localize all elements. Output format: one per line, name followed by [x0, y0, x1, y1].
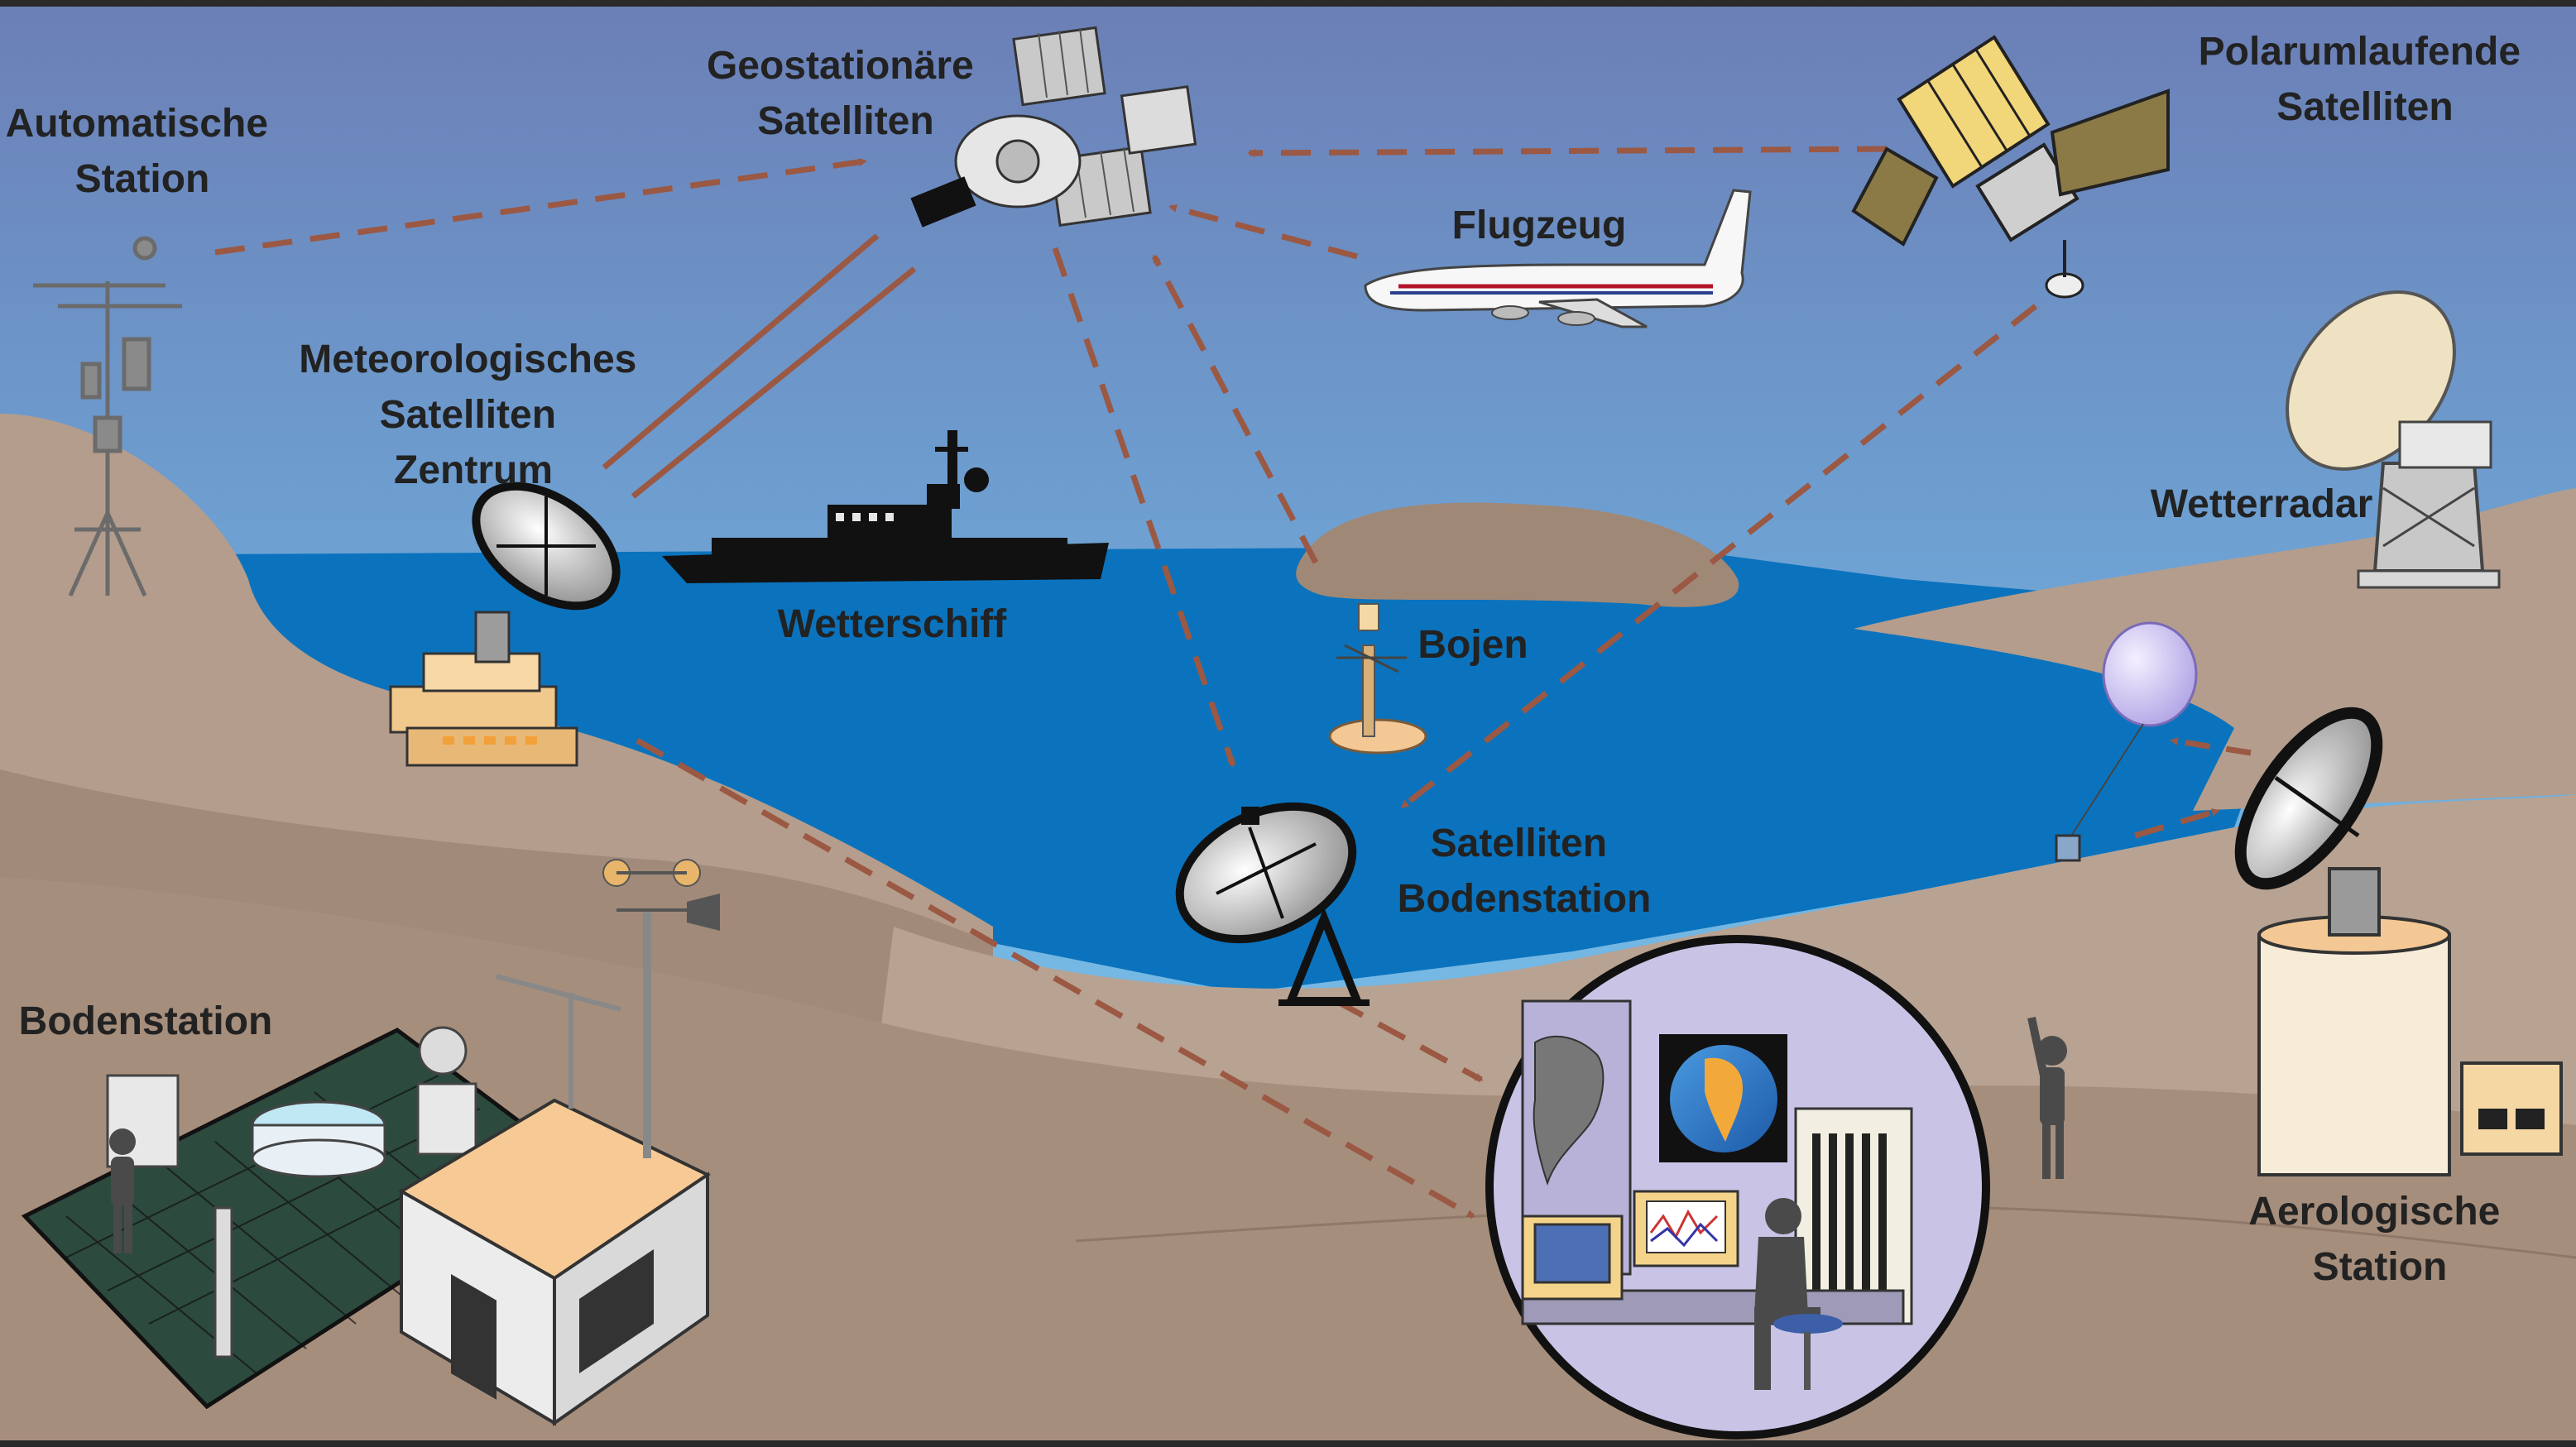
airplane: [1364, 189, 1752, 328]
buoy: [1328, 603, 1427, 755]
arrow-radar-to-balloon: [2170, 737, 2252, 756]
aerological-station: [2234, 707, 2563, 1176]
label-weather-radar: Wetterradar: [2151, 482, 2373, 526]
label-buoys: Bojen: [1418, 623, 1528, 667]
weather-ship: [662, 430, 1109, 583]
arrow-polar-to-geo: [1247, 146, 1888, 157]
meteorological-satellite-center: [389, 482, 621, 767]
surface-station: [21, 859, 720, 1426]
arrow-balloon-to-radar: [2133, 807, 2220, 839]
label-aerological-station: Aerologische Station: [2248, 1190, 2511, 1289]
arrow-groundstation-to-office: [1335, 998, 1484, 1083]
arrow-polar-to-groundstation: [1400, 304, 2038, 809]
forecast-office-inset: [1485, 935, 1990, 1440]
arrow-center-to-office: [636, 737, 1475, 1219]
arrow-geo-to-groundstation: [1052, 247, 1236, 768]
person-launching-balloon: [2027, 1016, 2067, 1179]
arrow-plane-to-geo: [1168, 204, 1358, 260]
label-satellite-ground-station: Satelliten Bodenstation: [1398, 822, 1652, 921]
label-aircraft: Flugzeug: [1452, 204, 1627, 247]
data-flow-arrows: [214, 146, 2252, 1219]
weather-radar: [2286, 290, 2501, 589]
island: [1296, 502, 1739, 607]
arrow-center-to-geo: [602, 233, 880, 470]
geostationary-satellite: [910, 26, 1197, 228]
bottom-border: [0, 1440, 2576, 1447]
arrow-auto-to-geo: [214, 158, 867, 256]
label-polar-satellites: Polarumlaufende Satelliten: [2199, 30, 2532, 129]
polar-satellite: [1851, 35, 2170, 299]
arrow-buoy-to-geo: [1151, 254, 1319, 564]
top-border: [0, 0, 2576, 7]
label-geostationary-satellites: Geostationäre Satelliten: [707, 44, 985, 143]
label-met-satellite-center: Meteorologisches Satelliten Zentrum: [299, 338, 647, 492]
labels: Automatische Station Geostationäre Satel…: [6, 30, 2532, 1289]
automatic-station-mast: [33, 236, 182, 597]
arrow-geo-to-center: [631, 266, 917, 499]
label-surface-station: Bodenstation: [19, 999, 273, 1043]
satellite-ground-station-dish: [1175, 802, 1370, 1006]
label-automatic-station: Automatische Station: [6, 102, 280, 201]
sea: [199, 546, 2276, 993]
weather-balloon: [2055, 621, 2198, 862]
label-weather-ship: Wetterschiff: [778, 602, 1008, 646]
